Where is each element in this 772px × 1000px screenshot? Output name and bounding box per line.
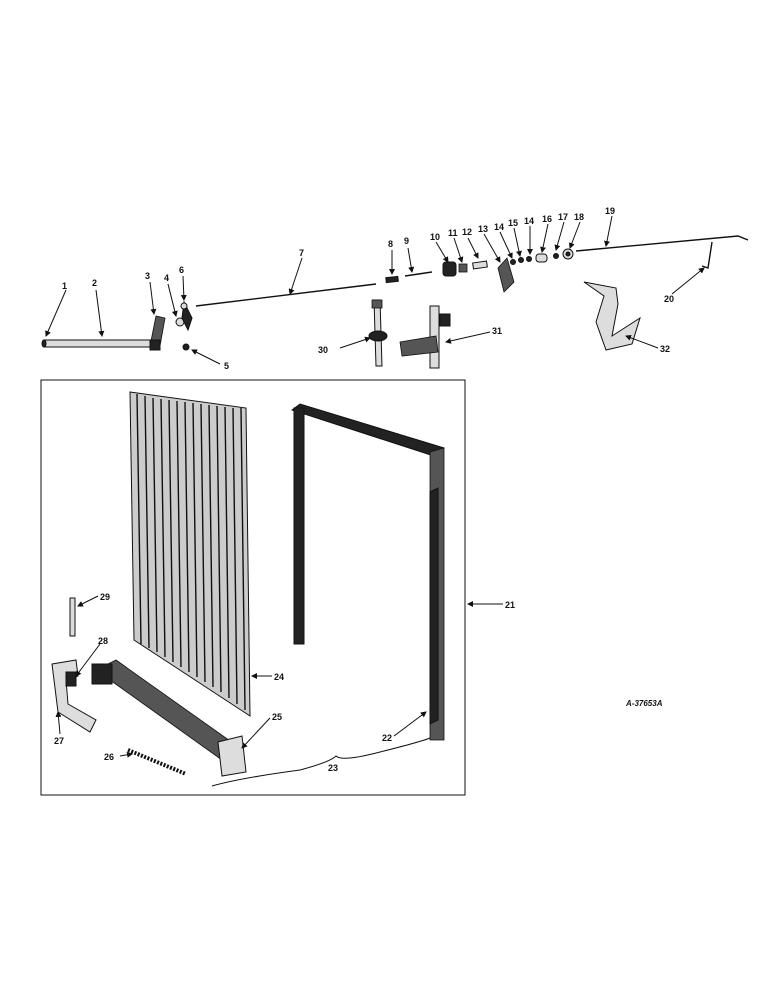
side-bracket-part — [51, 659, 97, 733]
callout-6: 6 — [179, 265, 184, 275]
control-linkage-group — [41, 235, 749, 369]
callout-21: 21 — [505, 600, 515, 610]
short-rod-part — [404, 271, 433, 277]
callout-23: 23 — [328, 763, 338, 773]
callout-4: 4 — [164, 273, 169, 283]
callout-19: 19 — [605, 206, 615, 216]
callout-9: 9 — [404, 236, 409, 246]
callout-13: 13 — [478, 224, 488, 234]
hardware-stack — [442, 248, 574, 293]
callout-1: 1 — [62, 281, 67, 291]
callout-3: 3 — [145, 271, 150, 281]
control-rod-part — [575, 235, 749, 252]
assembly-inset-frame — [40, 379, 466, 796]
callout-7: 7 — [299, 248, 304, 258]
callout-26: 26 — [104, 752, 114, 762]
callout-17: 17 — [558, 212, 568, 222]
callout-16: 16 — [542, 214, 552, 224]
callout-5: 5 — [224, 361, 229, 371]
block-part — [65, 671, 77, 687]
assembly-brace — [211, 737, 431, 787]
callout-18: 18 — [574, 212, 584, 222]
shutter-vanes-part — [129, 391, 251, 717]
callout-32: 32 — [660, 344, 670, 354]
callout-15: 15 — [508, 218, 518, 228]
drawing-code: A-37653A — [625, 699, 663, 708]
callout-22: 22 — [382, 733, 392, 743]
leader-lines — [45, 215, 705, 758]
callout-2: 2 — [92, 278, 97, 288]
callout-27: 27 — [54, 736, 64, 746]
callout-labels: 1 2 3 4 5 6 7 8 9 10 11 12 13 14 15 14 1… — [54, 206, 674, 773]
shutter-frame-part — [290, 403, 445, 741]
callout-29: 29 — [100, 592, 110, 602]
callout-25: 25 — [272, 712, 282, 722]
callout-24: 24 — [274, 672, 284, 682]
spring-part — [127, 748, 187, 776]
callout-8: 8 — [388, 239, 393, 249]
callout-12: 12 — [462, 227, 472, 237]
link-part — [701, 241, 713, 269]
pin-part — [385, 275, 399, 284]
support-bracket-part — [583, 281, 641, 351]
callout-30: 30 — [318, 345, 328, 355]
shaft-part — [41, 339, 157, 348]
handle-part — [368, 299, 388, 367]
callout-14a: 14 — [494, 222, 504, 232]
callout-28: 28 — [98, 636, 108, 646]
nut-part — [182, 343, 190, 351]
bottom-bar-part — [91, 659, 247, 777]
callout-20: 20 — [664, 294, 674, 304]
clevis-part — [175, 300, 193, 332]
callout-14b: 14 — [524, 216, 534, 226]
callout-10: 10 — [430, 232, 440, 242]
callout-11: 11 — [448, 228, 458, 238]
callout-31: 31 — [492, 326, 502, 336]
arm-part — [149, 315, 166, 351]
rod-part — [195, 283, 377, 307]
lever-bracket-part — [399, 305, 451, 369]
rod-29-part — [69, 597, 76, 637]
